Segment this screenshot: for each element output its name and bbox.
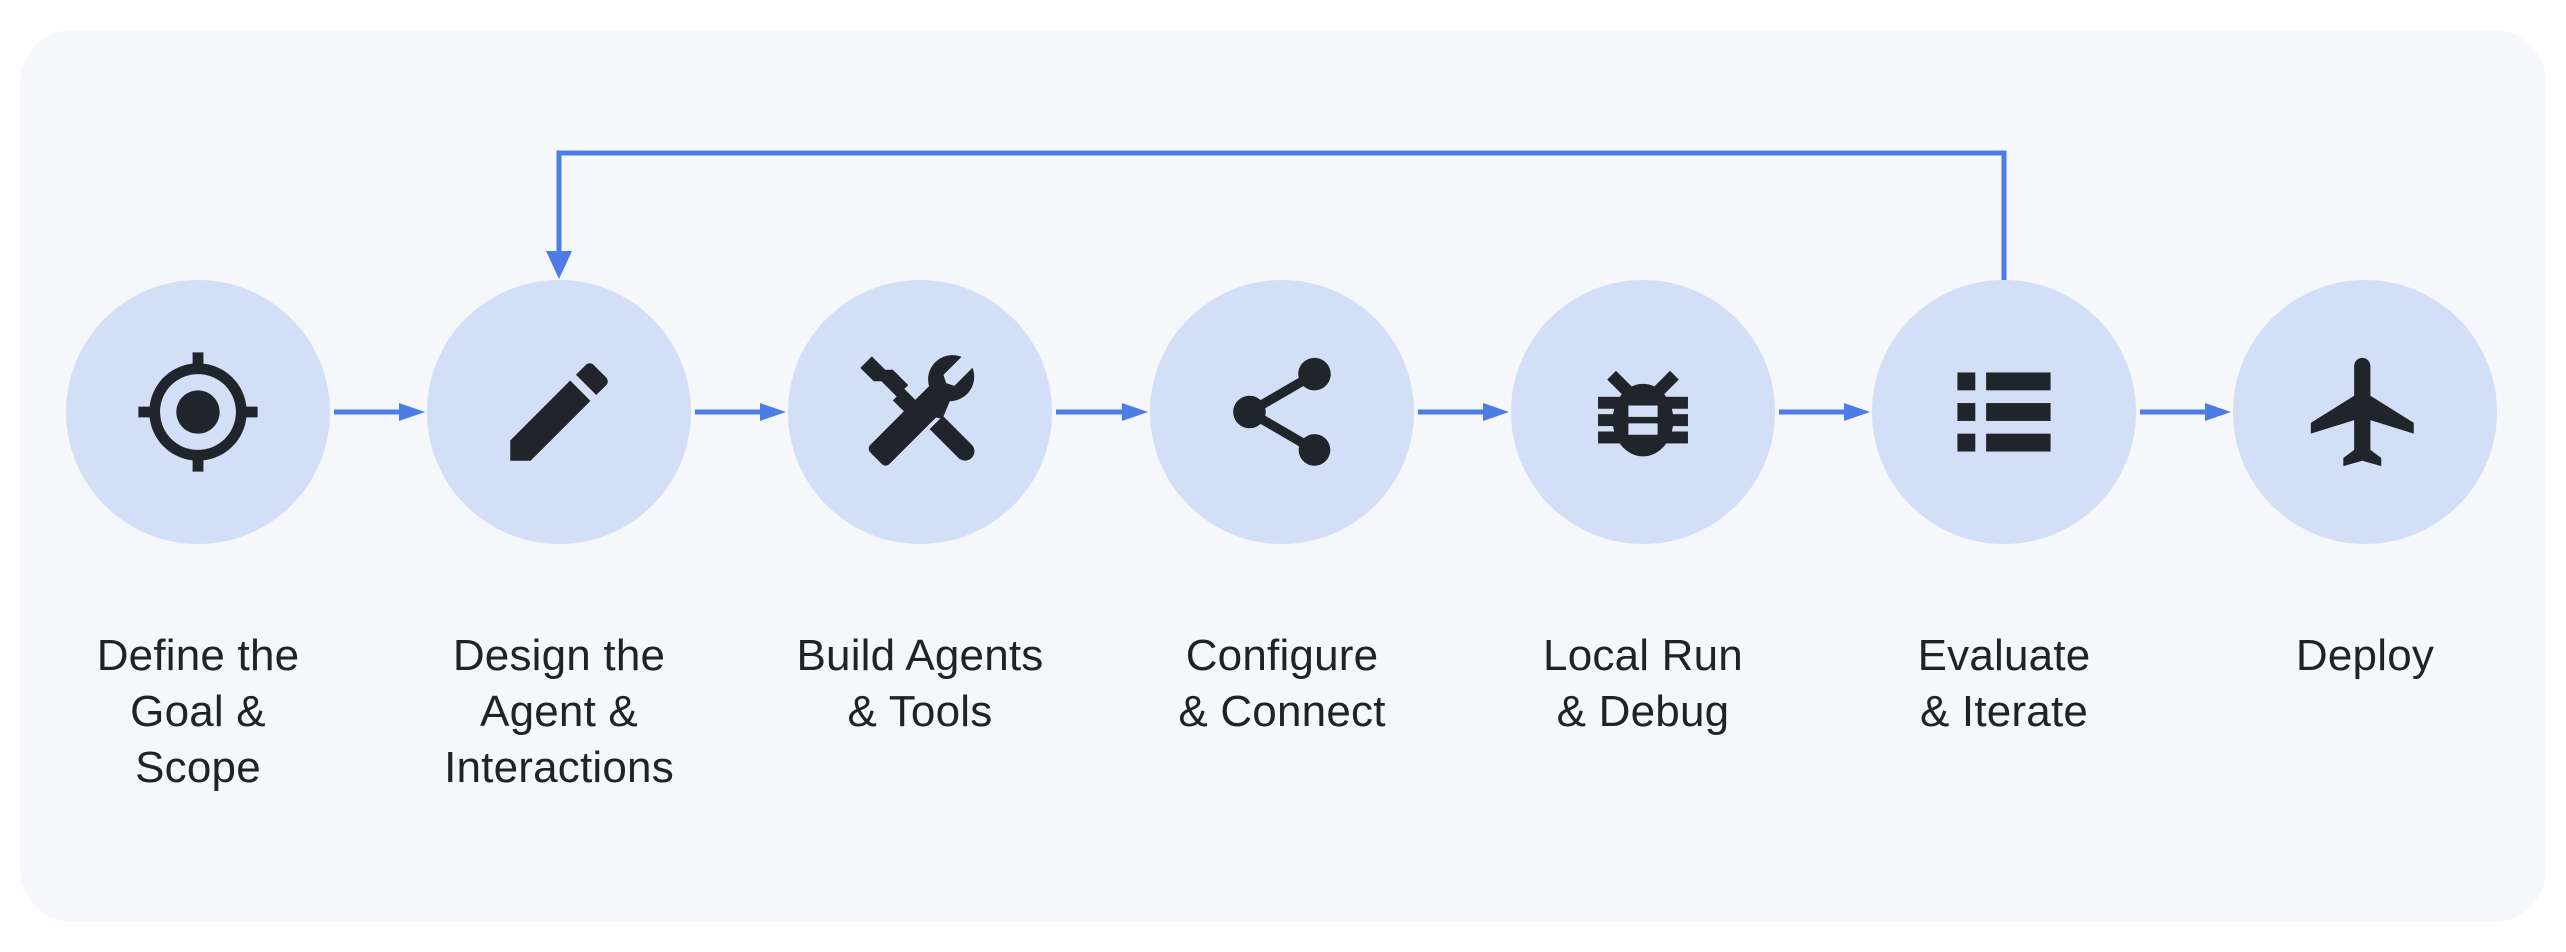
step-configure-connect: Configure & Connect [1107, 280, 1457, 740]
step-build-agents-tools: Build Agents & Tools [745, 280, 1095, 740]
step-label: Evaluate & Iterate [1917, 631, 2091, 736]
step-local-run-debug: Local Run & Debug [1468, 280, 1818, 740]
step-circle [788, 280, 1052, 544]
target-icon [138, 352, 258, 472]
step-evaluate-iterate: Evaluate & Iterate [1829, 280, 2179, 740]
step-label: Local Run & Debug [1543, 631, 1743, 736]
step-label: Design the Agent & Interactions [444, 631, 674, 792]
step-label: Build Agents & Tools [796, 631, 1044, 736]
tools-icon [860, 355, 975, 466]
step-circle [1872, 280, 2136, 544]
step-circle [1511, 280, 1775, 544]
step-circle [2233, 280, 2497, 544]
step-label: Deploy [2295, 631, 2435, 680]
step-circle [1150, 280, 1414, 544]
share-icon [1233, 357, 1331, 466]
step-define-goal-scope: Define the Goal & Scope [23, 280, 373, 796]
airplane-icon [2310, 357, 2414, 467]
step-circle [427, 280, 691, 544]
step-deploy: Deploy [2190, 280, 2540, 684]
bug-icon [1598, 370, 1688, 457]
step-design-agent-interactions: Design the Agent & Interactions [384, 280, 734, 796]
step-label: Configure & Connect [1178, 631, 1386, 736]
step-circle [66, 280, 330, 544]
pencil-icon [510, 363, 608, 461]
step-label: Define the Goal & Scope [96, 631, 300, 792]
list-icon [1957, 372, 2051, 452]
